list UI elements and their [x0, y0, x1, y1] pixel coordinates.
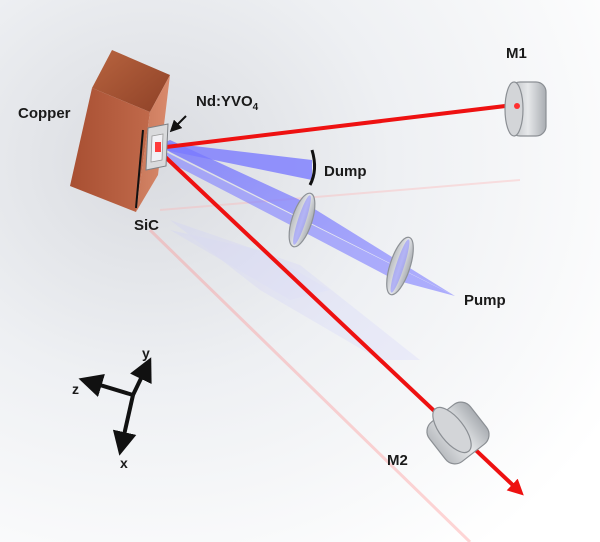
dump-beam	[160, 142, 312, 180]
crystal-pointer-arrow	[169, 115, 187, 133]
sic-label: SiC	[134, 217, 159, 234]
m2-label: M2	[387, 452, 408, 469]
coordinate-axes	[78, 357, 152, 456]
mirror-m2	[426, 401, 490, 465]
crystal-assembly	[135, 123, 169, 209]
m1-label: M1	[506, 45, 527, 62]
z-axis-label: z	[72, 381, 79, 397]
x-axis-label: x	[120, 455, 128, 471]
sic-window	[135, 129, 144, 209]
floor-reflections	[148, 179, 521, 542]
pump-lens-1	[288, 192, 316, 248]
pump-label: Pump	[464, 292, 506, 309]
dump-block	[308, 149, 317, 186]
y-axis-label: y	[142, 345, 150, 361]
y-axis-arrow	[129, 357, 152, 396]
crystal-gain-spot	[155, 142, 161, 152]
laser-beam-to-m1	[157, 102, 523, 150]
crystal-label-main: Nd:YVO	[196, 93, 253, 110]
crystal-label-subscript: 4	[253, 102, 259, 113]
x-axis-arrow	[112, 394, 137, 456]
pump-lens-2	[386, 236, 414, 296]
z-axis-arrow	[78, 373, 134, 397]
crystal-label: Nd:YVO4	[196, 93, 259, 113]
dump-label: Dump	[324, 163, 367, 180]
copper-label: Copper	[18, 105, 71, 122]
mirror-m1	[504, 81, 547, 137]
